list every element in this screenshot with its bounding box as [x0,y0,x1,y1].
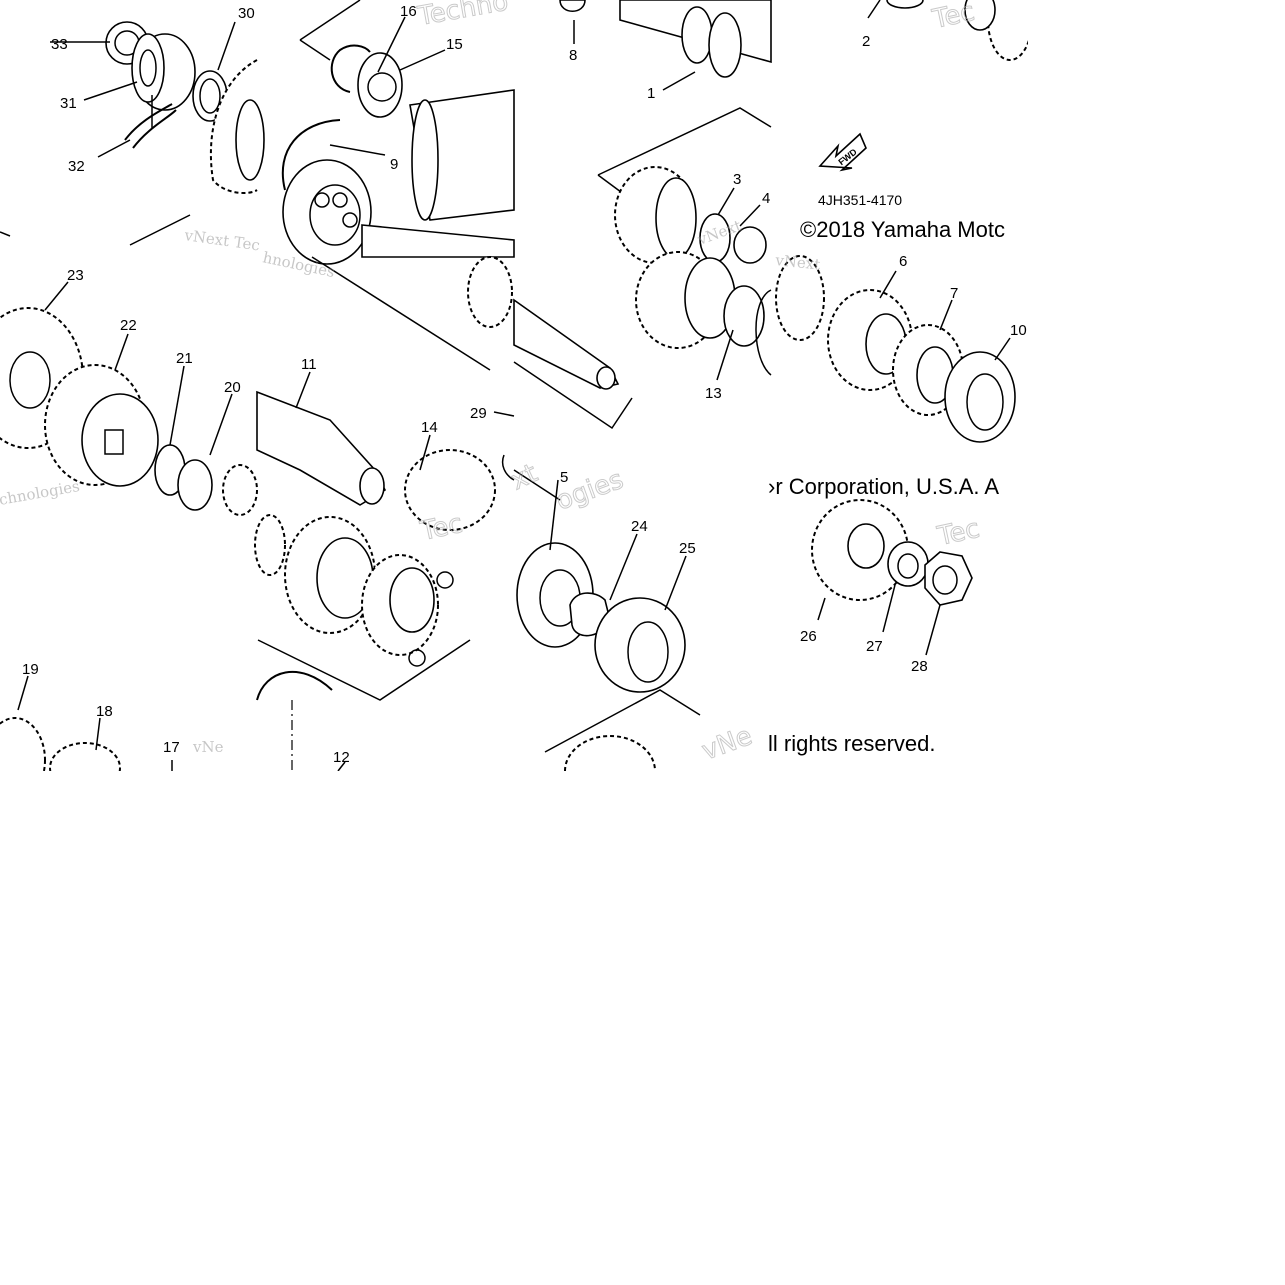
watermark-text: vNe [698,721,756,767]
part-label-15: 15 [446,36,463,53]
part-label-26: 26 [800,628,817,645]
part-label-31: 31 [60,95,77,112]
bearing-assembly-top-left [0,21,265,246]
watermark-text: vNext [774,251,822,274]
part-label-23: 23 [67,267,84,284]
part-label-6: 6 [899,253,907,270]
part-label-16: 16 [400,3,417,20]
part-label-5: 5 [560,469,568,486]
part-label-33: 33 [51,36,68,53]
part-label-25: 25 [679,540,696,557]
part-label-24: 24 [631,518,648,535]
part-label-32: 32 [68,158,85,175]
part-label-20: 20 [224,379,241,396]
part-label-21: 21 [176,350,193,367]
part-label-17: 17 [163,739,180,756]
gear-and-bearing-right [775,255,1016,443]
diagram-code: 4JH351-4170 [818,192,902,208]
bearing-and-collar [516,542,701,807]
watermark-text: Tec [929,0,977,35]
watermark-text: vNext Tec [182,226,261,255]
part-label-11: 11 [301,356,317,373]
part-label-3: 3 [733,171,741,188]
part-label-4: 4 [762,190,770,207]
fwd-arrow-and-code [818,0,1033,172]
part-label-19: 19 [22,661,39,678]
part-label-7: 7 [950,285,958,302]
part-label-28: 28 [911,658,928,675]
copyright-line-3: ll rights reserved. [768,731,936,756]
part-label-1: 1 [647,85,655,102]
watermark-text: xt [506,458,542,496]
part-label-10: 10 [1010,322,1027,339]
shift-gear-assembly [254,514,471,771]
shaft-end-and-washers [513,251,772,501]
part-label-2: 2 [862,33,870,50]
part-label-18: 18 [96,703,113,720]
watermark-text: Tec [934,514,982,552]
gear-set-left [0,307,258,516]
copyright-line-2: ›r Corporation, U.S.A. A [768,474,999,499]
part-label-12: 12 [333,749,350,766]
sprocket-washer-nut [811,499,973,606]
main-axle-and-gears [559,0,772,264]
copyright-line-1: ©2018 Yamaha Motc [800,217,1005,242]
part-label-14: 14 [421,419,438,436]
watermark-text: Techno [415,0,510,32]
shaft-circlip-assembly [281,0,515,265]
watermark-text: chnologies [0,477,81,509]
fwd-arrow-icon [818,132,867,172]
watermark-text: vNe [192,738,224,756]
part-label-13: 13 [705,385,722,402]
part-label-9: 9 [390,156,398,173]
part-label-8: 8 [569,47,577,64]
part-label-29: 29 [470,405,487,422]
part-label-22: 22 [120,317,137,334]
output-shaft-assembly [256,256,515,531]
part-label-27: 27 [866,638,883,655]
part-label-30: 30 [238,5,255,22]
